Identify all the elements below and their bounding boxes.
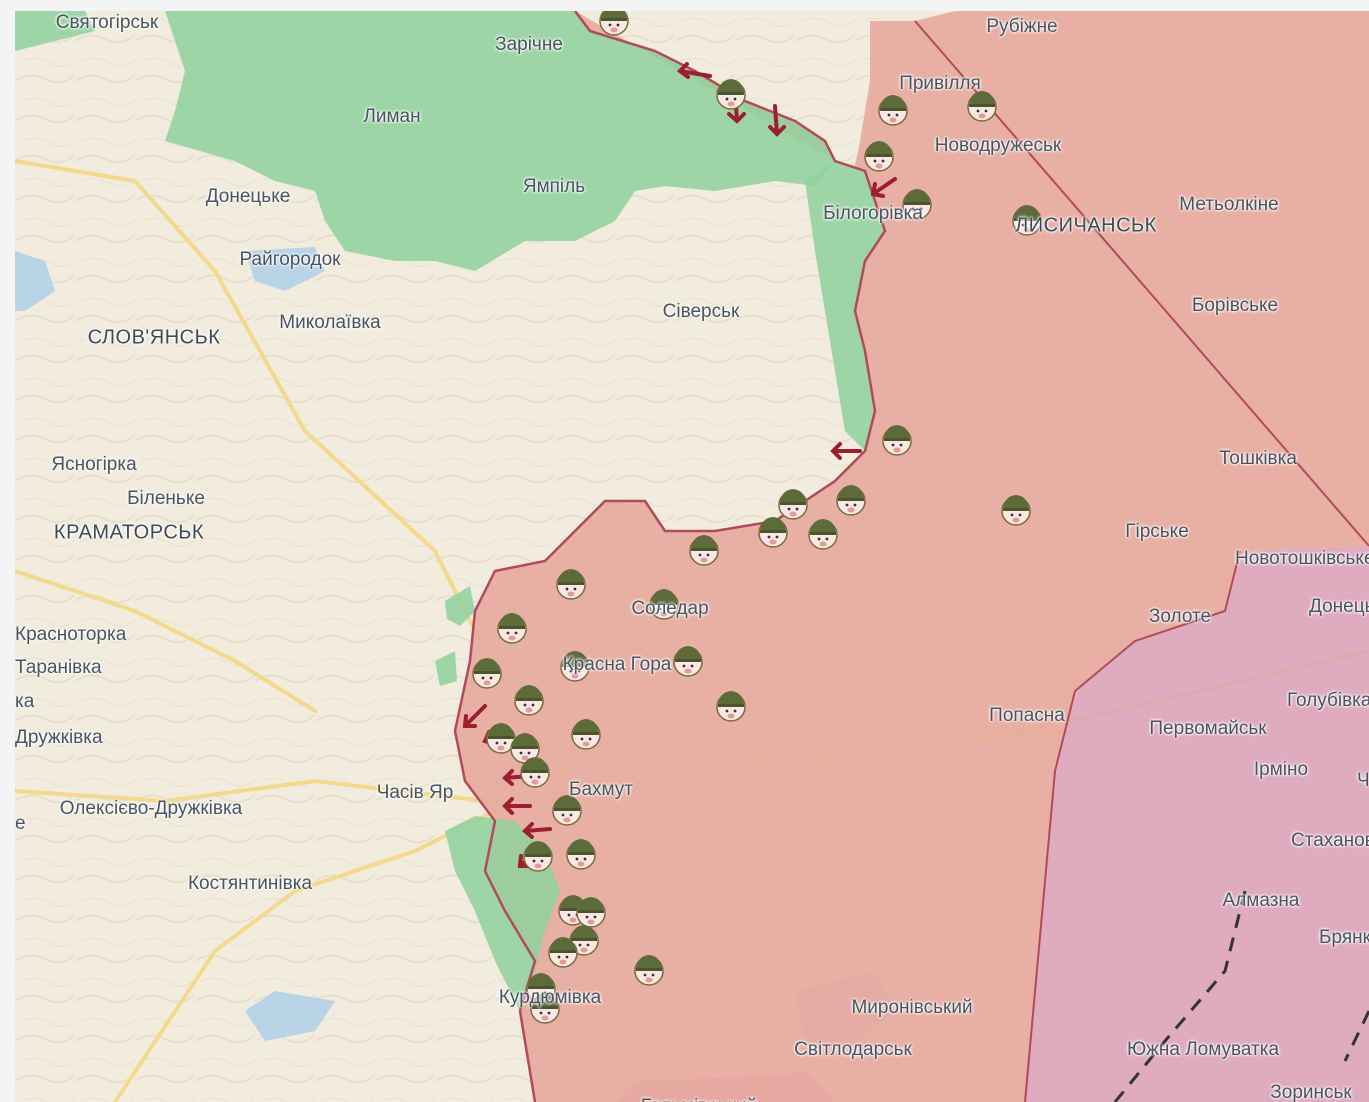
soldier-helmet-icon[interactable] <box>569 925 599 956</box>
soldier-helmet-icon[interactable] <box>560 651 590 682</box>
soldier-helmet-icon[interactable] <box>548 937 578 968</box>
map-canvas[interactable] <box>15 11 1369 1102</box>
attack-arrow-icon <box>768 104 786 137</box>
soldier-markers <box>472 11 1042 1024</box>
soldier-helmet-icon[interactable] <box>556 569 586 600</box>
soldier-helmet-icon[interactable] <box>576 897 606 928</box>
soldier-helmet-icon[interactable] <box>673 646 703 677</box>
zone-occupied-2014 <box>1025 546 1369 1102</box>
soldier-helmet-icon[interactable] <box>514 685 544 716</box>
attack-arrow-icon <box>830 442 862 460</box>
soldier-helmet-icon[interactable] <box>530 993 560 1024</box>
soldier-helmet-icon[interactable] <box>778 489 808 520</box>
soldier-helmet-icon[interactable] <box>566 839 596 870</box>
soldier-helmet-icon[interactable] <box>510 733 540 764</box>
soldier-helmet-icon[interactable] <box>902 189 932 220</box>
soldier-helmet-icon[interactable] <box>571 719 601 750</box>
soldier-helmet-icon[interactable] <box>486 723 516 754</box>
attack-arrow-icon <box>676 62 712 79</box>
soldier-helmet-icon[interactable] <box>523 841 553 872</box>
soldier-helmet-icon[interactable] <box>552 795 582 826</box>
soldier-helmet-icon[interactable] <box>882 425 912 456</box>
soldier-helmet-icon[interactable] <box>497 613 527 644</box>
soldier-helmet-icon[interactable] <box>520 757 550 788</box>
soldier-helmet-icon[interactable] <box>716 691 746 722</box>
soldier-helmet-icon[interactable] <box>878 95 908 126</box>
attack-arrow-icon <box>502 797 532 815</box>
attack-arrow-icon <box>522 822 552 839</box>
zone-liberated-bilohorivka <box>805 161 885 451</box>
soldier-helmet-icon[interactable] <box>1012 205 1042 236</box>
dashed-border <box>1113 890 1369 1102</box>
soldier-helmet-icon[interactable] <box>758 517 788 548</box>
attack-arrow-icon <box>870 177 897 198</box>
soldier-helmet-icon[interactable] <box>599 11 629 36</box>
soldier-helmet-icon[interactable] <box>808 519 838 550</box>
attack-arrow-icon <box>462 704 487 728</box>
soldier-helmet-icon[interactable] <box>864 141 894 172</box>
zone-liberated-bakhmut-west <box>435 586 475 686</box>
soldier-helmet-icon[interactable] <box>836 485 866 516</box>
soldier-helmet-icon[interactable] <box>967 91 997 122</box>
zone-occupied <box>455 11 1369 1102</box>
soldier-helmet-icon[interactable] <box>472 658 502 689</box>
zone-liberated-north <box>15 11 835 271</box>
soldier-helmet-icon[interactable] <box>716 79 746 110</box>
soldier-helmet-icon[interactable] <box>1001 495 1031 526</box>
soldier-helmet-icon[interactable] <box>689 535 719 566</box>
soldier-helmet-icon[interactable] <box>649 589 679 620</box>
soldier-helmet-icon[interactable] <box>634 955 664 986</box>
